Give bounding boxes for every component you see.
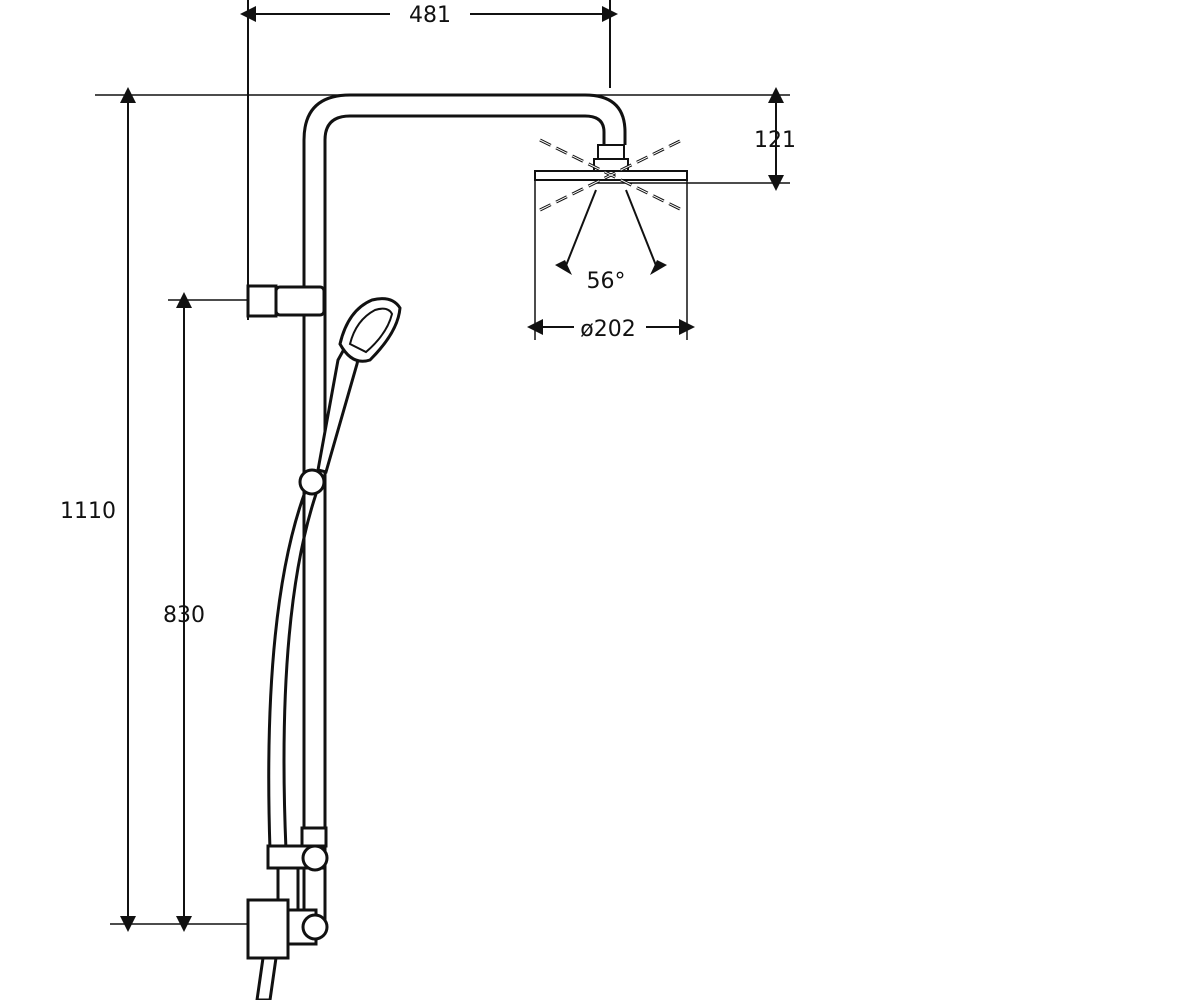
rail-outer-path	[302, 93, 627, 925]
diameter-label-bg	[574, 315, 646, 339]
dimension-label-481: 481	[409, 3, 451, 28]
holder-body	[274, 285, 326, 317]
dimension-481: 481	[240, 0, 618, 320]
outlet-knob	[301, 844, 329, 872]
rain-shower-head-icon: 56° ø202	[527, 138, 695, 342]
dimension-label-830: 830	[163, 603, 205, 628]
dimension-830: 830	[163, 292, 248, 932]
dimension-121: 121	[595, 87, 796, 191]
mixer-knob	[301, 913, 329, 941]
angle-arrow-left	[555, 260, 572, 275]
mixer-body	[246, 898, 290, 960]
hand-shower-face	[348, 307, 394, 354]
tilt-range-lines-inner	[539, 139, 683, 211]
spray-angle-lines	[564, 189, 658, 269]
shower-arm-connector	[597, 144, 625, 160]
angle-arrow-right	[650, 260, 667, 275]
hand-shower-head	[338, 297, 402, 363]
mixer-lever	[255, 956, 278, 1000]
lower-rail-clamp	[300, 826, 328, 848]
dimension-label-121: 121	[754, 128, 796, 153]
rail-inner-path	[323, 114, 606, 925]
mixer-valve-icon	[246, 826, 329, 1000]
shower-rail	[302, 93, 627, 925]
hose-connector-ball	[298, 468, 326, 496]
dimension-1110: 1110	[60, 87, 790, 932]
hose-right-edge	[282, 493, 318, 851]
hose-left-edge	[267, 491, 307, 851]
hand-shower-icon	[298, 297, 402, 496]
diameter-label: ø202	[580, 317, 635, 342]
shower-hose	[267, 491, 318, 851]
spray-angle-label: 56°	[587, 269, 626, 294]
slider-holder	[246, 284, 326, 318]
holder-cap	[246, 284, 278, 318]
dimension-label-1110: 1110	[60, 499, 116, 524]
